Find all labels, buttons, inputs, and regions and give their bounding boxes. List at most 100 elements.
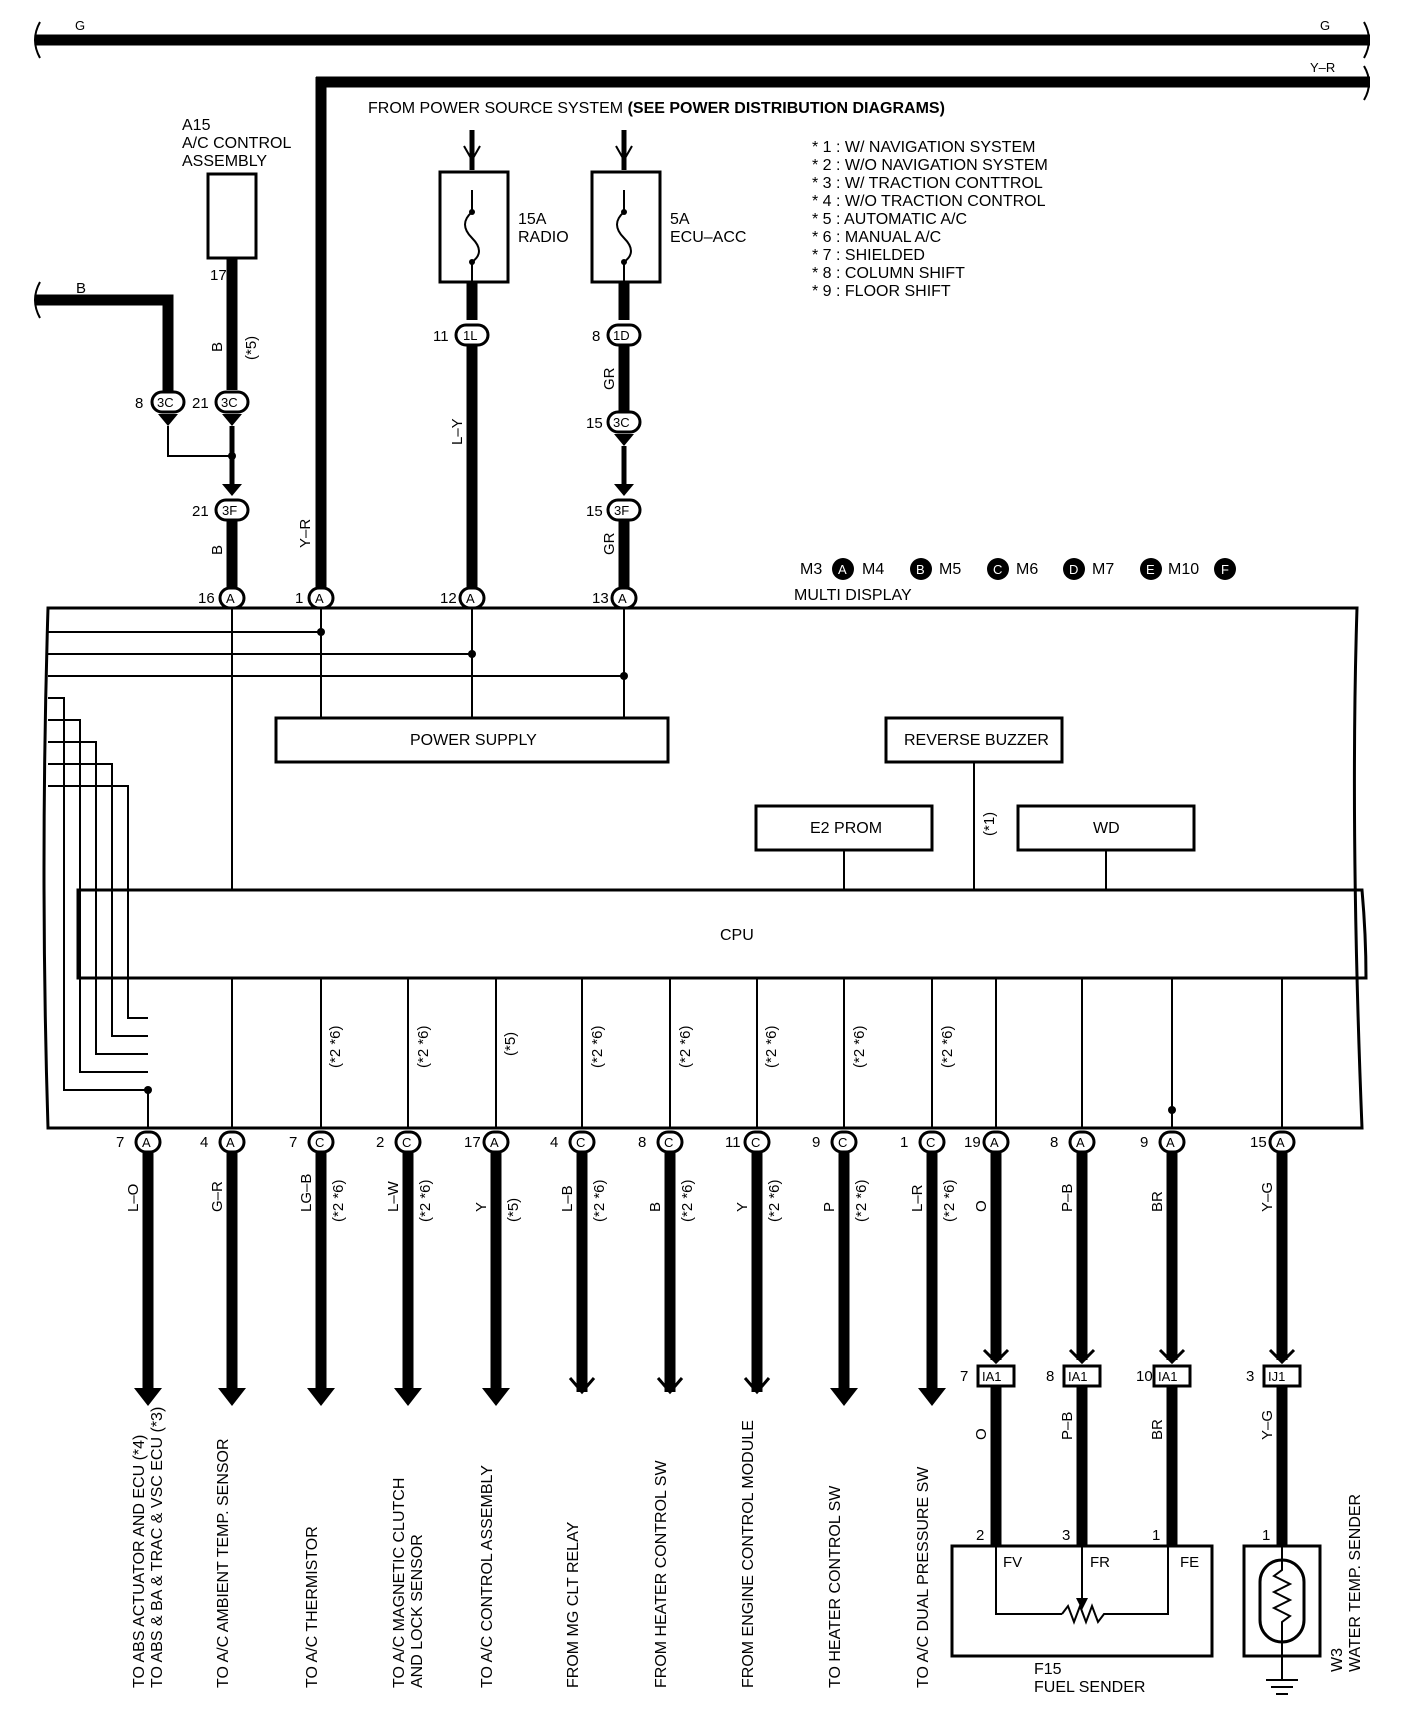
bottom-pin-number: 11 (725, 1134, 741, 1151)
svg-text:M6: M6 (1016, 561, 1038, 578)
bottom-destination: TO A/C THERMISTOR (304, 1526, 321, 1688)
term-fe: FE (1180, 1554, 1199, 1571)
bottom-destination: FROM ENGINE CONTROL MODULE (740, 1420, 757, 1688)
bottom-wire-note: (*2 *6) (591, 1179, 608, 1222)
svg-text:M5: M5 (939, 561, 961, 578)
svg-text:3F: 3F (222, 503, 237, 518)
svg-text:3C: 3C (157, 395, 174, 410)
bottom-destination: FROM HEATER CONTROL SW (653, 1460, 670, 1688)
ac-assembly-box (206, 172, 258, 260)
svg-text:(*2 *6): (*2 *6) (415, 1025, 432, 1068)
footnote-list: * 1 : W/ NAVIGATION SYSTEM * 2 : W/O NAV… (812, 139, 1048, 300)
left-b-wire: B (34, 280, 174, 392)
svg-text:3F: 3F (614, 503, 629, 518)
fuse-radio-amp: 15A (518, 211, 547, 228)
to-arrow (218, 1388, 246, 1406)
svg-text:21: 21 (192, 503, 209, 520)
ia-connector-name: IA1 (1068, 1369, 1088, 1384)
to-arrow (482, 1388, 510, 1406)
cpu-label: CPU (720, 927, 754, 944)
bottom-wire-note: (*2 *6) (853, 1179, 870, 1222)
svg-text:1: 1 (295, 590, 303, 607)
svg-text:13: 13 (592, 590, 609, 607)
bottom-pin-conn-letter: A (1076, 1135, 1085, 1150)
bottom-harness: A7L–OTO ABS ACTUATOR AND ECU (*4)TO ABS … (116, 1130, 1302, 1688)
wire-yr-label: Y–R (297, 519, 314, 548)
power-supply-label: POWER SUPPLY (410, 732, 537, 749)
water-temp-sender: W3 WATER TEMP. SENDER (1242, 1494, 1364, 1695)
svg-text:(*2 *6): (*2 *6) (327, 1025, 344, 1068)
top-pin-13: A 13 (592, 586, 638, 610)
bottom-pin-conn-letter: C (664, 1135, 673, 1150)
note-5: * 5 : AUTOMATIC A/C (812, 211, 967, 228)
svg-text:M10: M10 (1168, 561, 1199, 578)
fuse-radio: 15A RADIO 1L 11 L–Y (433, 130, 569, 590)
ac-control-assembly: A15 A/C CONTROL ASSEMBLY 17 B (*5) (182, 117, 291, 390)
ac-assembly-note: (*5) (243, 336, 260, 360)
svg-text:C: C (993, 562, 1002, 577)
connector-legend: M3 A M4 B M5 C M6 D M7 E M10 F MULTI DIS… (794, 558, 1236, 604)
bottom-wire-color: L–R (909, 1184, 926, 1212)
note-7: * 7 : SHIELDED (812, 247, 925, 264)
term-fr: FR (1090, 1554, 1110, 1571)
bottom-wire-color: O (973, 1200, 990, 1212)
fuel-sender-code: F15 (1034, 1661, 1062, 1678)
ac-assembly-line2: ASSEMBLY (182, 153, 267, 170)
note-8: * 8 : COLUMN SHIFT (812, 265, 965, 282)
bottom-destination-2: TO ABS & BA & TRAC & VSC ECU (*3) (149, 1407, 166, 1688)
bottom-wire-color: BR (1149, 1191, 1166, 1212)
joint-3f-left: 3F 21 (192, 498, 250, 522)
bottom-pin-conn-letter: C (751, 1135, 760, 1150)
svg-text:M7: M7 (1092, 561, 1114, 578)
fuse-ecu-wire: GR (601, 367, 618, 390)
to-arrow (982, 1348, 1010, 1365)
from-arrow (656, 1377, 684, 1395)
sender-wire-color: BR (1149, 1419, 1166, 1440)
reverse-buzzer-label: REVERSE BUZZER (904, 732, 1049, 749)
bottom-pin-conn-letter: C (315, 1135, 324, 1150)
bottom-wire-color: G–R (209, 1181, 226, 1212)
g-bus-left-label: G (75, 18, 85, 33)
note-9: * 9 : FLOOR SHIFT (812, 283, 951, 300)
svg-text:11: 11 (433, 328, 449, 345)
bottom-wire-note: (*2 *6) (941, 1179, 958, 1222)
g-bus-right-label: G (1320, 18, 1330, 33)
water-sender-name: WATER TEMP. SENDER (1347, 1494, 1364, 1672)
bottom-pin-conn-letter: A (1276, 1135, 1285, 1150)
multi-display-label: MULTI DISPLAY (794, 587, 912, 604)
ia-connector-pin: 10 (1136, 1368, 1153, 1385)
ia-connector-pin: 3 (1246, 1368, 1254, 1385)
sender-wire-color: Y–G (1259, 1410, 1276, 1440)
bottom-pin-number: 7 (116, 1134, 124, 1151)
bottom-destination: TO A/C DUAL PRESSURE SW (915, 1466, 932, 1688)
sender-wire-color: O (973, 1428, 990, 1440)
bottom-pin-number: 4 (200, 1134, 208, 1151)
svg-text:1L: 1L (463, 328, 477, 343)
bottom-pin-conn-letter: C (402, 1135, 411, 1150)
ac-assembly-wire: B (209, 342, 226, 352)
ia-connector-pin: 8 (1046, 1368, 1054, 1385)
bottom-wire-color: LG–B (298, 1174, 315, 1212)
ia-connector-name: IA1 (982, 1369, 1002, 1384)
svg-text:(*5): (*5) (502, 1032, 519, 1056)
bottom-pin-conn-letter: A (990, 1135, 999, 1150)
svg-text:3C: 3C (613, 415, 630, 430)
bottom-wire-color: Y–G (1259, 1182, 1276, 1212)
bottom-pin-number: 19 (964, 1134, 981, 1151)
yr-bus: Y–R Y–R (297, 60, 1370, 590)
svg-text:1D: 1D (613, 328, 630, 343)
bottom-destination: TO A/C AMBIENT TEMP. SENSOR (215, 1438, 232, 1688)
top-pin-12: A 12 (440, 586, 486, 610)
bottom-pin-conn-letter: C (576, 1135, 585, 1150)
bottom-pin-number: 2 (376, 1134, 384, 1151)
fuel-sender-name: FUEL SENDER (1034, 1679, 1145, 1696)
sender-pin: 1 (1152, 1527, 1160, 1544)
buzzer-note: (*1) (981, 812, 998, 836)
sender-pin: 3 (1062, 1527, 1070, 1544)
bottom-pin-number: 4 (550, 1134, 558, 1151)
bottom-pin-conn-letter: A (142, 1135, 151, 1150)
ac-assembly-line1: A/C CONTROL (182, 135, 291, 152)
bottom-wire-color: P–B (1059, 1184, 1076, 1212)
bottom-pin-number: 8 (1050, 1134, 1058, 1151)
left-b-wire-label: B (76, 280, 86, 297)
